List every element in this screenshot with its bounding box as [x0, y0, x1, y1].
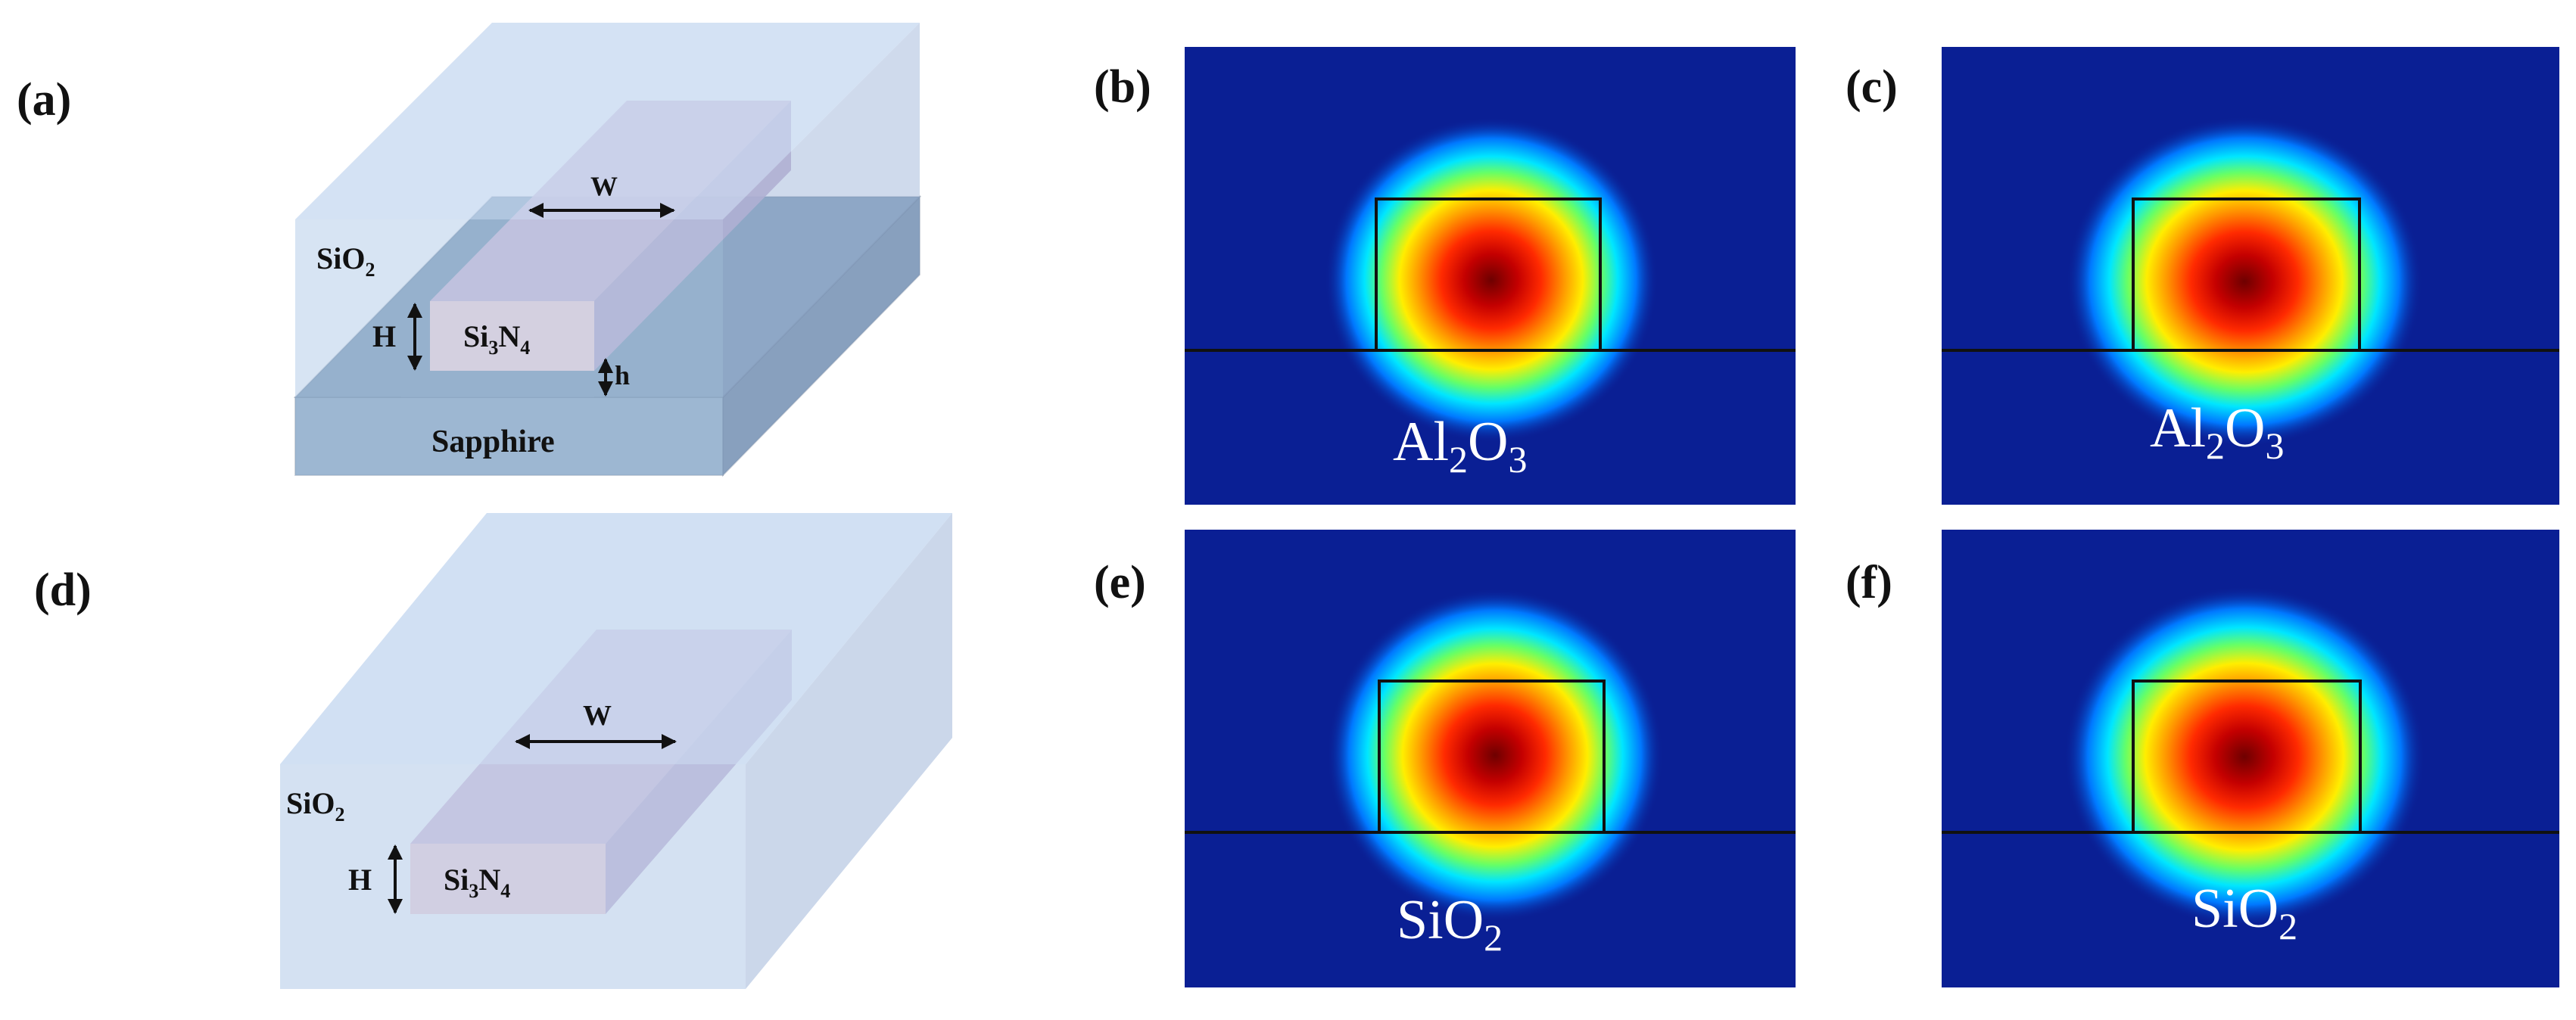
dimension-w-a: W	[590, 171, 618, 201]
panel-label-b: (b)	[1094, 61, 1151, 113]
panel-label-e: (e)	[1094, 557, 1146, 608]
panel-label-f: (f)	[1846, 557, 1892, 608]
cladding-d-front	[280, 764, 746, 989]
panel-e: (e) SiO2	[1094, 530, 1796, 987]
cladding-a-side	[723, 23, 920, 475]
cladding-d-top	[280, 513, 952, 764]
cladding-label-d: SiO2	[286, 786, 344, 826]
dimension-h-a: H	[372, 319, 396, 353]
mode-profile-f	[2064, 586, 2425, 927]
substrate-label-a: Sapphire	[431, 424, 555, 459]
panel-label-a: (a)	[17, 74, 71, 126]
panel-a: (a) SiO2 Si3N4 Sapphire W H h	[17, 23, 922, 477]
substrate-label-f: SiO2	[2191, 878, 2297, 947]
cladding-a-front	[295, 219, 723, 475]
cladding-d-side	[746, 513, 952, 989]
mode-profile-e	[1327, 589, 1663, 922]
panel-label-d: (d)	[34, 564, 92, 616]
panel-label-c: (c)	[1846, 61, 1898, 113]
substrate-label-c: Al2O3	[2150, 397, 2284, 467]
core-label-d: Si3N4	[444, 863, 510, 902]
dimension-h-d: H	[348, 863, 372, 897]
cladding-a-top	[295, 23, 920, 219]
panel-b: (b) Al2O3	[1094, 47, 1796, 505]
dimension-small-h-a: h	[615, 360, 630, 390]
substrate-label-b: Al2O3	[1393, 411, 1527, 480]
substrate-label-e: SiO2	[1397, 889, 1503, 959]
panel-c: (c) Al2O3	[1846, 47, 2559, 505]
panel-f: (f) SiO2	[1846, 530, 2559, 987]
core-label-a: Si3N4	[463, 319, 530, 359]
cladding-label-a: SiO2	[316, 241, 375, 281]
panel-d: (d) SiO2 Si3N4 W H	[34, 513, 952, 989]
dimension-w-d: W	[583, 700, 612, 732]
